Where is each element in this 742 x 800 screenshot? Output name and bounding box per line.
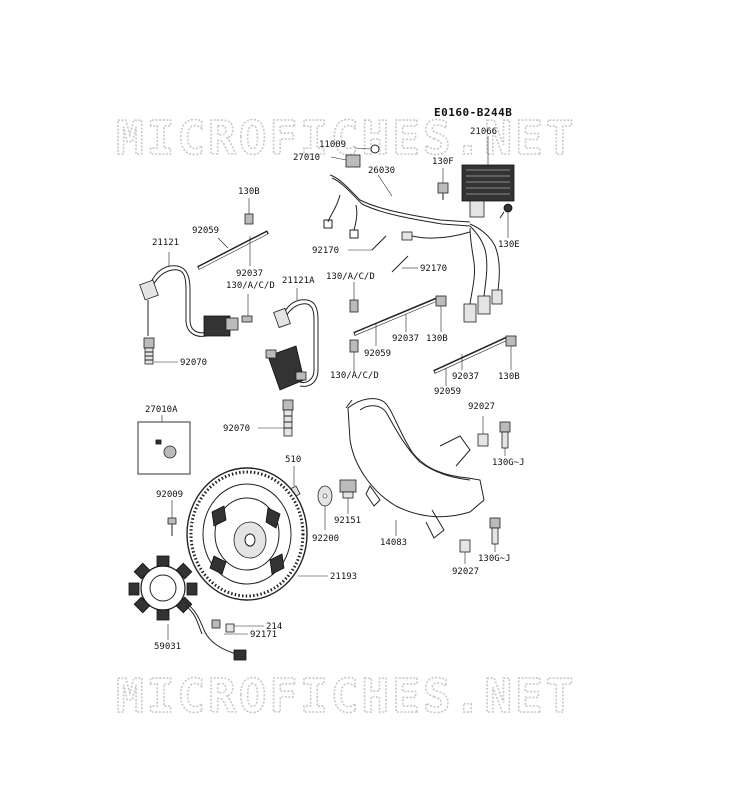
callout-92037-a: 92037 bbox=[236, 269, 263, 279]
flywheel-21193 bbox=[186, 467, 308, 601]
callout-92059-c: 92059 bbox=[434, 387, 461, 397]
nut-92151 bbox=[339, 479, 357, 499]
callout-92009: 92009 bbox=[156, 490, 183, 500]
ignition-coil-21121 bbox=[139, 265, 239, 337]
spark-plug-92070-lower bbox=[282, 399, 294, 437]
watermark-top: MICROFICHES.NET bbox=[116, 111, 576, 165]
callout-130B-a: 130B bbox=[238, 187, 260, 197]
callout-21121A: 21121A bbox=[282, 276, 315, 286]
bolt-130E bbox=[499, 203, 513, 219]
callout-27010: 27010 bbox=[293, 153, 320, 163]
bolt-130F bbox=[437, 182, 449, 200]
spark-plug-92070-upper bbox=[143, 337, 155, 365]
callout-14083: 14083 bbox=[380, 538, 407, 548]
callout-130GJ-b: 130G~J bbox=[478, 554, 511, 564]
callout-92200: 92200 bbox=[312, 534, 339, 544]
collar-92027-upper bbox=[477, 433, 489, 447]
callout-130F: 130F bbox=[432, 157, 454, 167]
bolt-130GJ-upper bbox=[499, 421, 511, 449]
callout-92170-a: 92170 bbox=[312, 246, 339, 256]
rod-92059-middle bbox=[353, 296, 441, 336]
callout-130B-c: 130B bbox=[498, 372, 520, 382]
stator-59031 bbox=[128, 555, 247, 661]
callout-92151: 92151 bbox=[334, 516, 361, 526]
bolt-130B-top bbox=[244, 213, 254, 225]
bolt-130ACD-left bbox=[241, 315, 253, 323]
bolt-130B-middle bbox=[435, 295, 447, 307]
callout-21121: 21121 bbox=[152, 238, 179, 248]
callout-21193: 21193 bbox=[330, 572, 357, 582]
bolt-130ACD-middle bbox=[349, 299, 359, 313]
band-92170-lower bbox=[391, 255, 409, 273]
callout-26030: 26030 bbox=[368, 166, 395, 176]
callout-92170-b: 92170 bbox=[420, 264, 447, 274]
regulator-21066 bbox=[461, 164, 515, 218]
band-92170-upper bbox=[371, 235, 387, 251]
callout-130ACD-a: 130/A/C/D bbox=[226, 281, 275, 291]
callout-92171: 92171 bbox=[250, 630, 277, 640]
callout-92070-b: 92070 bbox=[223, 424, 250, 434]
bolt-130GJ-lower bbox=[489, 517, 501, 545]
callout-92070-a: 92070 bbox=[180, 358, 207, 368]
callout-92037-c: 92037 bbox=[452, 372, 479, 382]
callout-130GJ-a: 130G~J bbox=[492, 458, 525, 468]
screw-92009 bbox=[167, 517, 177, 536]
rod-92059-top bbox=[197, 230, 269, 270]
callout-92027-b: 92027 bbox=[452, 567, 479, 577]
callout-11009: 11009 bbox=[319, 140, 346, 150]
callout-130B-b: 130B bbox=[426, 334, 448, 344]
callout-92037-b: 92037 bbox=[392, 334, 419, 344]
callout-92027-a: 92027 bbox=[468, 402, 495, 412]
callout-214: 214 bbox=[266, 622, 282, 632]
rod-92059-right bbox=[433, 336, 509, 374]
diagram-code: E0160-B244B bbox=[434, 106, 512, 119]
bolt-130ACD-lower bbox=[349, 339, 359, 353]
callout-130E: 130E bbox=[498, 240, 520, 250]
ignition-coil-21121A bbox=[265, 299, 319, 391]
collar-92027-lower bbox=[459, 539, 471, 553]
callout-92059-b: 92059 bbox=[364, 349, 391, 359]
switch-27010 bbox=[345, 144, 380, 168]
bolt-130B-right bbox=[505, 335, 517, 347]
watermark-bottom: MICROFICHES.NET bbox=[116, 669, 576, 723]
callout-130ACD-b: 130/A/C/D bbox=[326, 272, 375, 282]
callout-59031: 59031 bbox=[154, 642, 181, 652]
harness-26030 bbox=[323, 174, 503, 323]
clamp-214 bbox=[211, 619, 235, 633]
callout-92059-a: 92059 bbox=[192, 226, 219, 236]
callout-130ACD-c: 130/A/C/D bbox=[330, 371, 379, 381]
switch-27010A-box bbox=[137, 421, 191, 475]
washer-92200 bbox=[317, 485, 333, 507]
callout-27010A: 27010A bbox=[145, 405, 178, 415]
callout-21066: 21066 bbox=[470, 127, 497, 137]
fan-housing-14083 bbox=[345, 398, 485, 539]
callout-510: 510 bbox=[285, 455, 301, 465]
